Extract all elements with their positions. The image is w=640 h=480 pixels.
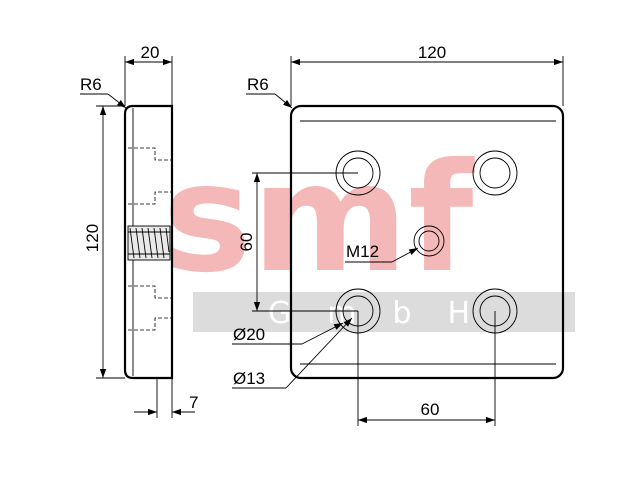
dim-counterbore-leader bbox=[301, 322, 344, 345]
thread-lines bbox=[129, 227, 170, 259]
watermark-logo-text: smf bbox=[163, 132, 476, 306]
side-view-outline bbox=[123, 104, 174, 380]
watermark-sub-text: GmbH bbox=[268, 296, 506, 331]
dim-side-bottom: 7 bbox=[189, 393, 198, 412]
thread-hole-center bbox=[413, 225, 445, 257]
dim-hole-horizontal: 60 bbox=[421, 400, 440, 419]
dim-hole-leader bbox=[285, 317, 353, 389]
dim-counterbore: Ø20 bbox=[233, 325, 265, 344]
dim-front-radius: R6 bbox=[247, 75, 269, 94]
dim-side-radius: R6 bbox=[80, 75, 102, 94]
hole-top-right bbox=[472, 150, 518, 196]
dim-thread-leader bbox=[391, 247, 419, 263]
dim-side-radius-leader bbox=[107, 93, 127, 109]
dim-hole: Ø13 bbox=[233, 369, 265, 388]
dim-hole-vertical: 60 bbox=[237, 233, 256, 252]
watermark: smf GmbH bbox=[163, 132, 575, 332]
dim-front-width: 120 bbox=[418, 43, 446, 62]
dim-thread: M12 bbox=[346, 242, 379, 261]
dim-side-width: 20 bbox=[141, 43, 160, 62]
side-view: 20 120 R6 7 bbox=[80, 43, 198, 418]
hidden-counterbore-upper bbox=[128, 147, 172, 205]
dim-front-radius-leader bbox=[274, 93, 293, 109]
front-view: 120 R6 60 60 M12 Ø20 Ø13 bbox=[232, 43, 565, 426]
front-view-outline bbox=[289, 104, 565, 380]
hidden-counterbore-lower bbox=[128, 285, 172, 331]
dim-side-height: 120 bbox=[83, 224, 102, 252]
